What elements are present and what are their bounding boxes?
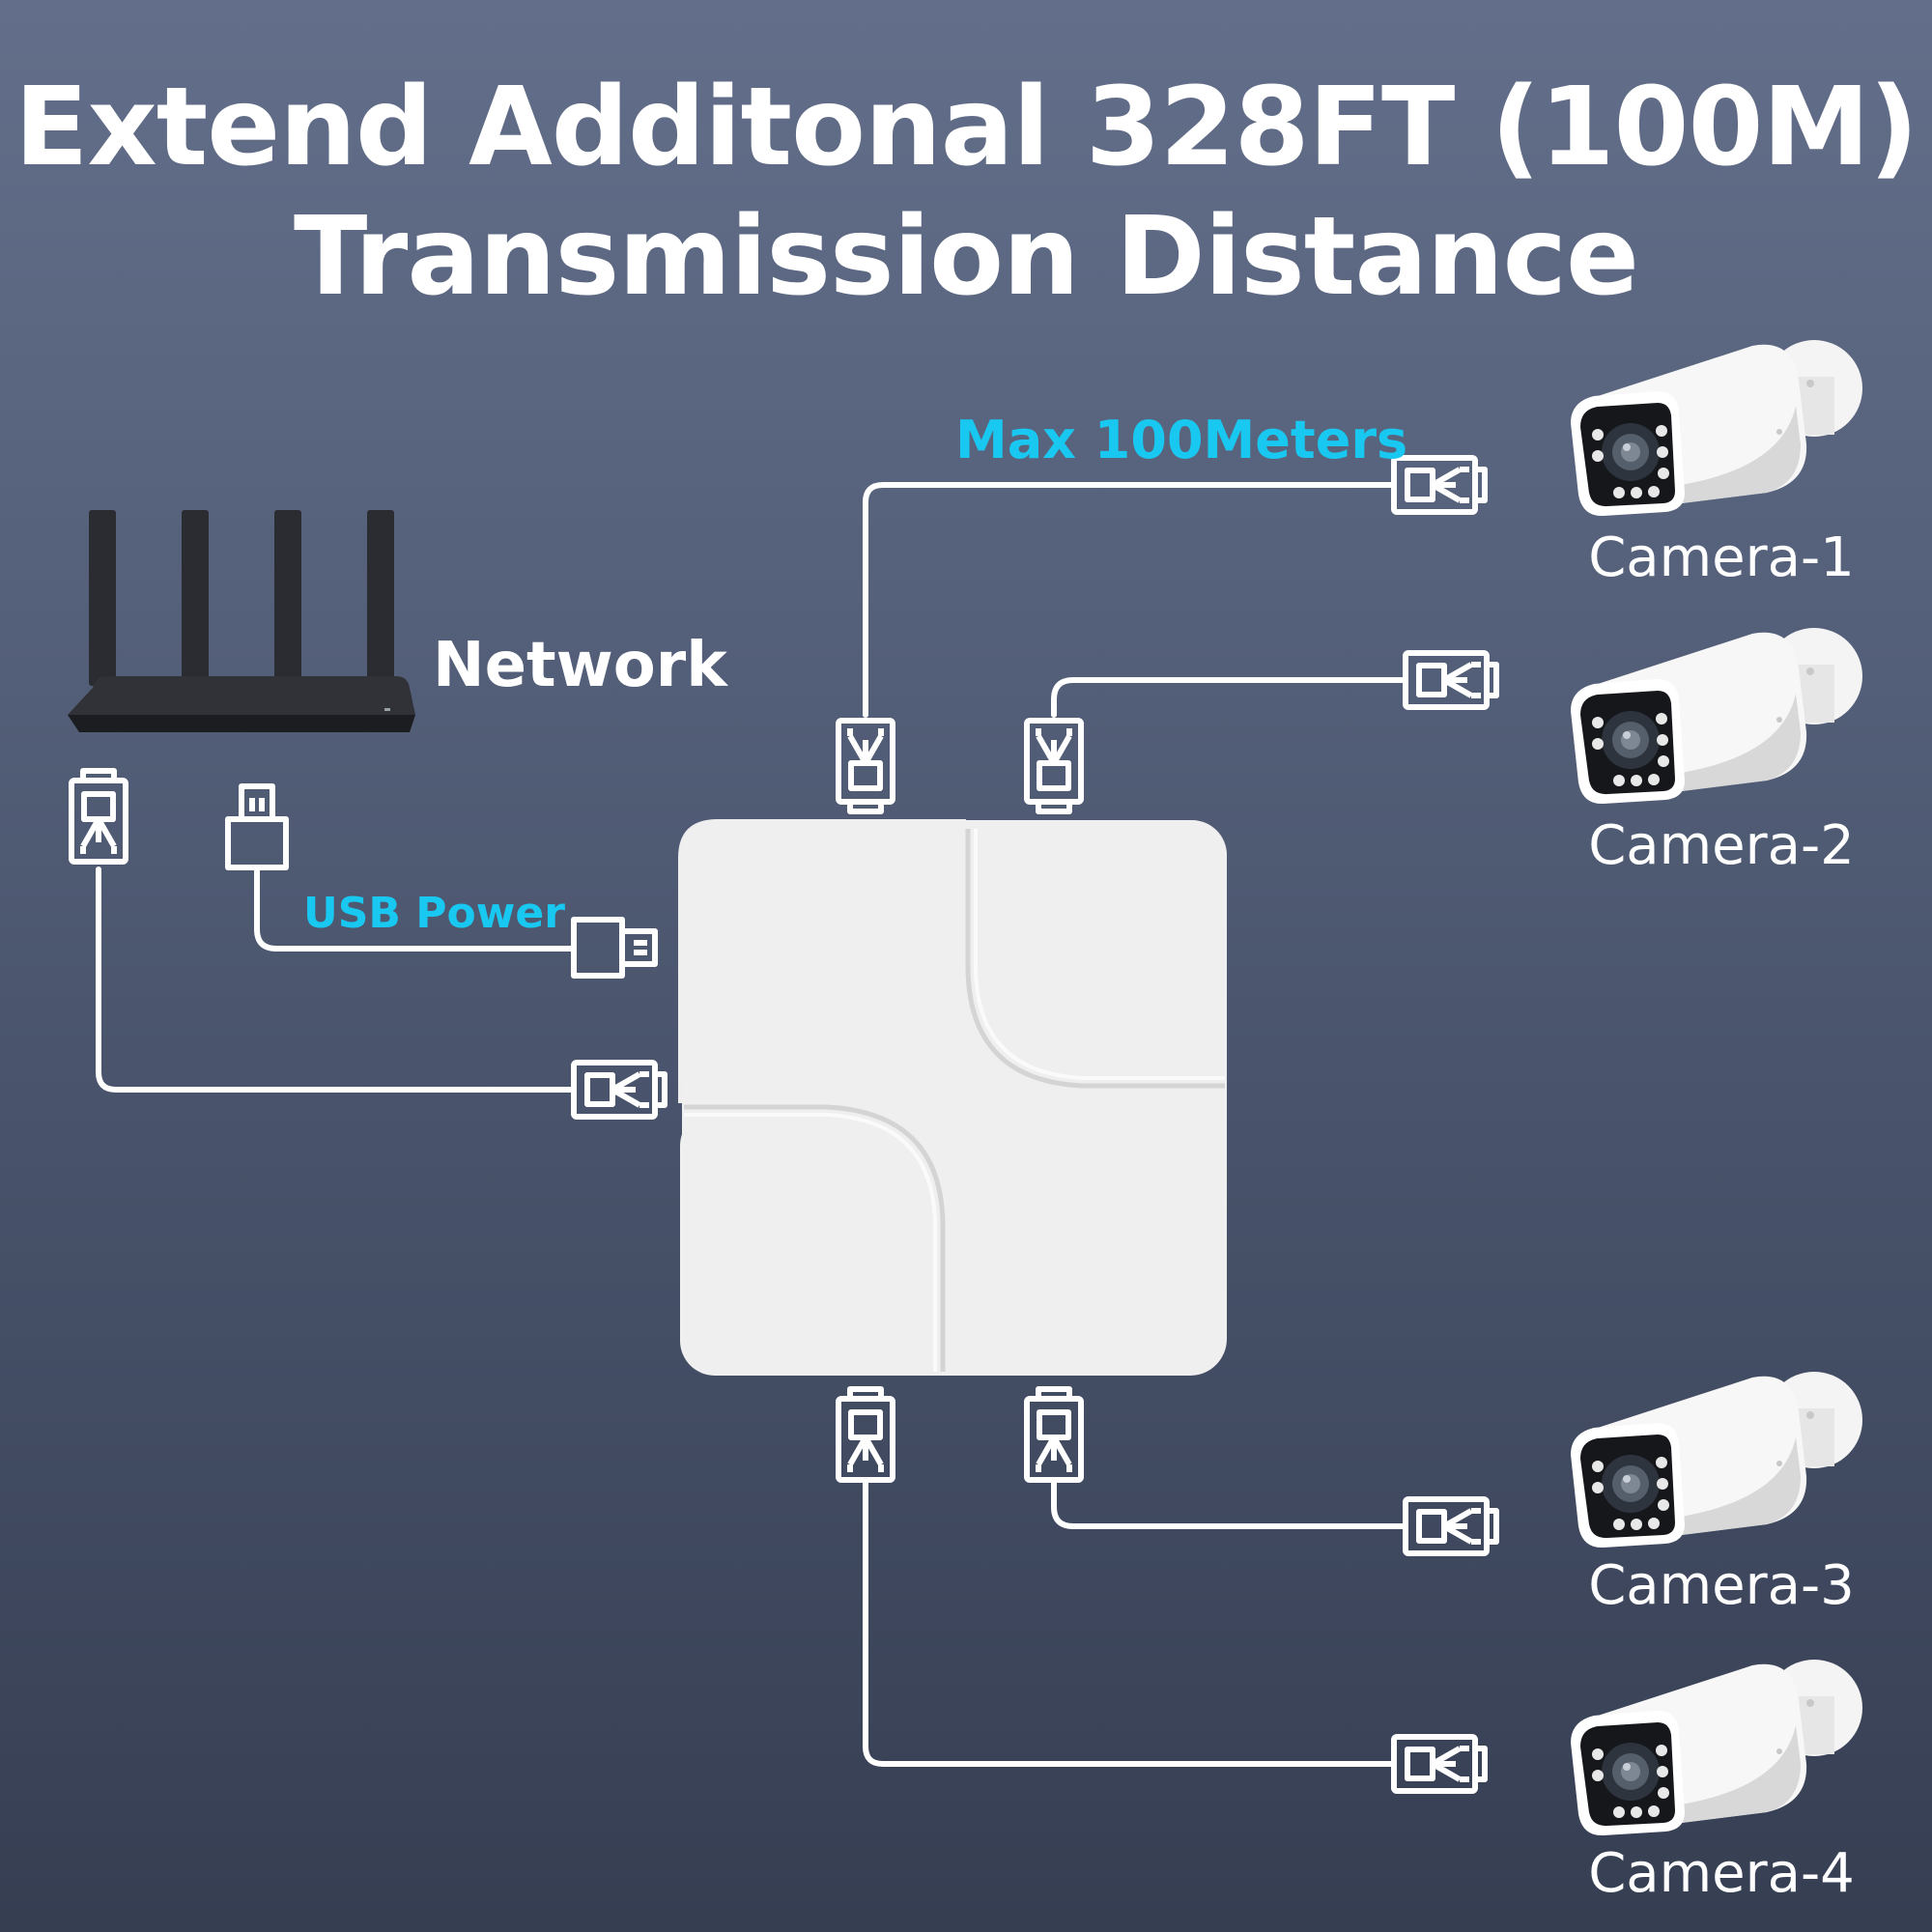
rj45-plug-icon — [71, 771, 126, 862]
rj45-plug-icon — [1406, 1499, 1496, 1553]
cable-network — [96, 867, 576, 1093]
usb-plug-icon — [225, 783, 289, 870]
rj45-plug-icon — [838, 1389, 893, 1480]
camera-1-label: Camera-1 — [1588, 526, 1855, 589]
poe-switch-icon — [678, 819, 1227, 1376]
rj45-plug-icon — [1406, 653, 1496, 707]
cable-camera-2 — [1051, 677, 1408, 718]
max-distance-label: Max 100Meters — [955, 410, 1407, 470]
bullet-camera-icon — [1571, 1372, 1862, 1548]
network-label: Network — [433, 630, 728, 701]
title-line-1: Extend Additonal 328FT (100M) — [14, 65, 1918, 190]
rj45-plug-icon — [574, 1063, 665, 1117]
rj45-plug-icon — [1027, 1389, 1081, 1480]
rj45-plug-icon — [838, 721, 893, 811]
bullet-camera-icon — [1571, 1660, 1862, 1836]
title-line-2: Transmission Distance — [293, 194, 1639, 320]
cable-camera-4 — [863, 1480, 1397, 1767]
usb-power-label: USB Power — [303, 889, 565, 938]
rj45-plug-icon — [1394, 1737, 1485, 1791]
router-icon — [68, 510, 415, 732]
cable-camera-1 — [863, 482, 1397, 718]
cable-usb-power — [254, 865, 576, 952]
camera-2-label: Camera-2 — [1588, 814, 1855, 877]
rj45-plug-icon — [1027, 721, 1081, 811]
camera-4-label: Camera-4 — [1588, 1842, 1855, 1905]
bullet-camera-icon — [1571, 340, 1862, 517]
usb-plug-icon — [571, 917, 658, 979]
cable-camera-3 — [1051, 1480, 1408, 1529]
bullet-camera-icon — [1571, 628, 1862, 805]
camera-3-label: Camera-3 — [1588, 1554, 1855, 1617]
